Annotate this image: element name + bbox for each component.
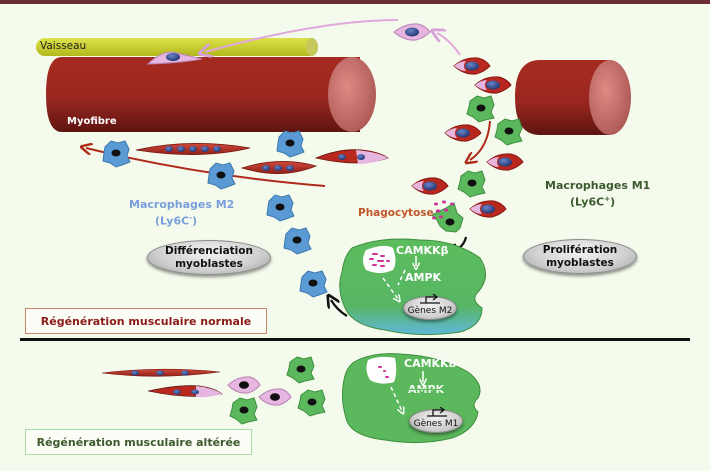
differentiation-line1: Différenciation (165, 244, 253, 257)
m2-macrophage (266, 194, 295, 222)
m1-macrophage (229, 397, 258, 425)
altered-regeneration-label: Régénération musculaire altérée (36, 435, 241, 449)
monocyte (474, 76, 512, 94)
phagocytosis-label: Phagocytose (358, 207, 434, 219)
monocyte (227, 376, 261, 394)
m1-macrophage (457, 170, 486, 198)
monocyte (486, 153, 524, 171)
m1-marker-text: (Ly6C (570, 195, 605, 209)
monocyte (393, 23, 431, 41)
recruitment-arrow-2 (437, 33, 461, 56)
debris (432, 200, 454, 220)
myofibre-right (515, 60, 631, 135)
promoter-icon (420, 294, 440, 304)
normal-regeneration-box: Régénération musculaire normale (25, 308, 267, 334)
proliferation-line2: myoblastes (546, 256, 614, 269)
proliferation-line1: Prolifération (542, 243, 618, 256)
m1-marker-sign: + (604, 195, 611, 203)
m2-title: Macrophages M2 (129, 198, 235, 211)
differentiation-arrow (470, 120, 491, 160)
myofibre-left (46, 57, 376, 132)
genes-m2-label: Gènes M2 (407, 305, 453, 316)
polarization-arrow (331, 300, 348, 317)
m1-macrophage (297, 389, 326, 417)
m2-marker-sign: - (189, 214, 193, 222)
ampk-label-top: AMPK (405, 271, 442, 284)
vessel (36, 38, 318, 56)
m2-macrophage (299, 270, 328, 298)
genes-m1-label: Gènes M1 (413, 418, 459, 429)
myoblast (101, 368, 221, 377)
m1-marker: (Ly6C+) (570, 195, 616, 209)
m2-marker-text: (Ly6C (155, 214, 190, 228)
m1-macrophage (466, 95, 495, 123)
m1-macrophage (494, 118, 523, 146)
top-border (0, 0, 710, 4)
myoblast (135, 143, 251, 155)
m2-marker: (Ly6C-) (155, 214, 198, 228)
promoter-icon (427, 407, 447, 417)
ampk-label-bottom: AMPK (408, 383, 445, 396)
genes-m2-pill: Gènes M2 (403, 296, 457, 320)
monocyte (453, 57, 491, 75)
phagocytosing-macrophage (431, 202, 464, 233)
m1-macrophage (286, 356, 315, 384)
myoblast (240, 161, 318, 174)
monocyte (258, 388, 292, 406)
myoblast (314, 149, 389, 164)
camkk-label-top: CAMKKβ (396, 244, 449, 257)
normal-regeneration-label: Régénération musculaire normale (40, 314, 252, 328)
myofibre-label: Myofibre (67, 116, 117, 127)
section-divider (20, 338, 690, 341)
recruitment-arrow (205, 19, 399, 52)
myoblast (147, 385, 223, 398)
m2-macrophage (102, 140, 131, 168)
monocyte (444, 124, 482, 142)
differentiation-line2: myoblastes (175, 257, 243, 270)
m2-macrophage (276, 130, 305, 158)
m2-macrophage (283, 227, 312, 255)
m1-title: Macrophages M1 (545, 179, 651, 192)
altered-regeneration-box: Régénération musculaire altérée (25, 429, 252, 455)
monocyte (411, 177, 449, 195)
monocyte-on-vessel (146, 51, 203, 65)
monocyte (469, 200, 507, 218)
camkk-label-bottom: CAMKKb (404, 357, 457, 370)
vessel-label: Vaisseau (40, 40, 87, 52)
m2-macrophage (207, 162, 236, 190)
